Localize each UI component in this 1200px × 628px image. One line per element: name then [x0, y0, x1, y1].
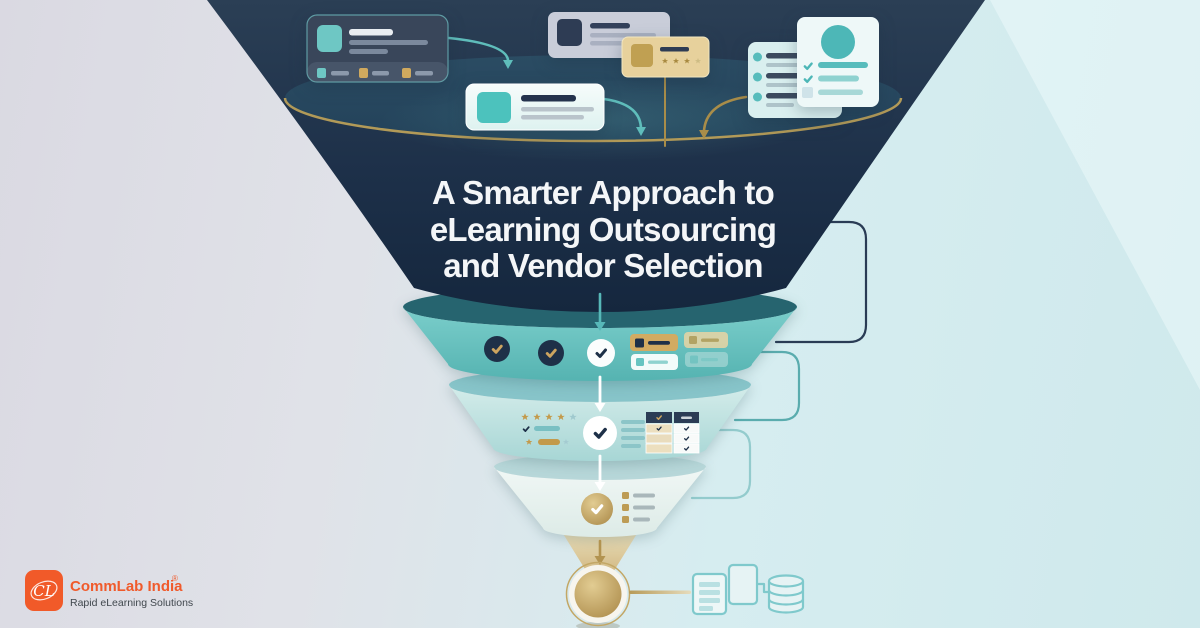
final-selection: [565, 561, 805, 628]
database-icon: [767, 574, 805, 614]
connector-loops: [690, 220, 868, 500]
tag-gold-icon: [402, 68, 411, 78]
card-profile-white: [797, 17, 879, 107]
option-pill-gold: [630, 334, 678, 351]
avatar: [821, 25, 855, 59]
title-line-2: eLearning Outsourcing: [430, 211, 776, 248]
document-icon: [691, 572, 728, 616]
comparison-table: [645, 412, 700, 454]
bullet-icon: [753, 52, 762, 62]
option-pill-pale: [685, 352, 728, 367]
card-vendor-white: [465, 83, 605, 131]
funnel-gold-rim: [283, 97, 903, 143]
thumbnail-icon: [317, 25, 342, 52]
logo-mark: [25, 570, 63, 611]
output-icons: [691, 563, 805, 616]
bullet-icon: [753, 72, 762, 82]
logo-monogram: CL: [33, 582, 54, 600]
title-line-1: A Smarter Approach to: [432, 174, 774, 211]
curved-arrow-1: [447, 36, 510, 62]
output-line: [629, 590, 691, 594]
selected-vendor-ball: [574, 570, 622, 618]
connector-elbow: [757, 582, 769, 594]
tag-teal-icon: [317, 68, 326, 78]
option-pill-tan: [684, 332, 728, 348]
logo-tagline: Rapid eLearning Solutions: [70, 597, 193, 609]
curved-arrow-2: [602, 97, 643, 130]
page-title: A Smarter Approach to eLearning Outsourc…: [430, 174, 777, 284]
inflow-arrows: [447, 36, 748, 147]
curved-arrow-1-head: [503, 60, 513, 69]
bullet-icon: [753, 92, 762, 102]
registered-mark: ®: [172, 574, 178, 583]
tag-gold-icon: [359, 68, 368, 78]
thumbnail-icon: [477, 92, 511, 123]
stage-arrows: [594, 292, 606, 565]
source-cards: [306, 12, 879, 131]
checkbox-icon: [802, 87, 813, 98]
option-pill-white: [631, 354, 678, 370]
logo-name: CommLab India: [70, 578, 183, 595]
shortlist-items: [622, 492, 655, 523]
stage3-content: [581, 492, 655, 525]
connector-loop-dark: [774, 220, 868, 344]
card-rating-gold: [621, 36, 710, 78]
thumbnail-icon: [631, 44, 653, 67]
connector-loop-light: [690, 428, 752, 500]
card-vendor-dark: [306, 14, 449, 83]
brand-logo: CL CommLab India ® Rapid eLearning Solut…: [25, 570, 193, 611]
connector-loop-teal: [733, 350, 801, 422]
stage1-content: [484, 332, 728, 370]
thumbnail-icon: [557, 19, 582, 46]
title-line-3: and Vendor Selection: [443, 247, 763, 284]
page-icon: [727, 563, 759, 606]
criteria-lines: [621, 420, 645, 448]
background-highlight: [990, 0, 1200, 390]
curved-arrow-gold: [702, 95, 748, 133]
stage2-content: [521, 412, 700, 454]
curved-arrow-gold-head: [699, 130, 709, 139]
curved-arrow-2-head: [636, 127, 646, 136]
